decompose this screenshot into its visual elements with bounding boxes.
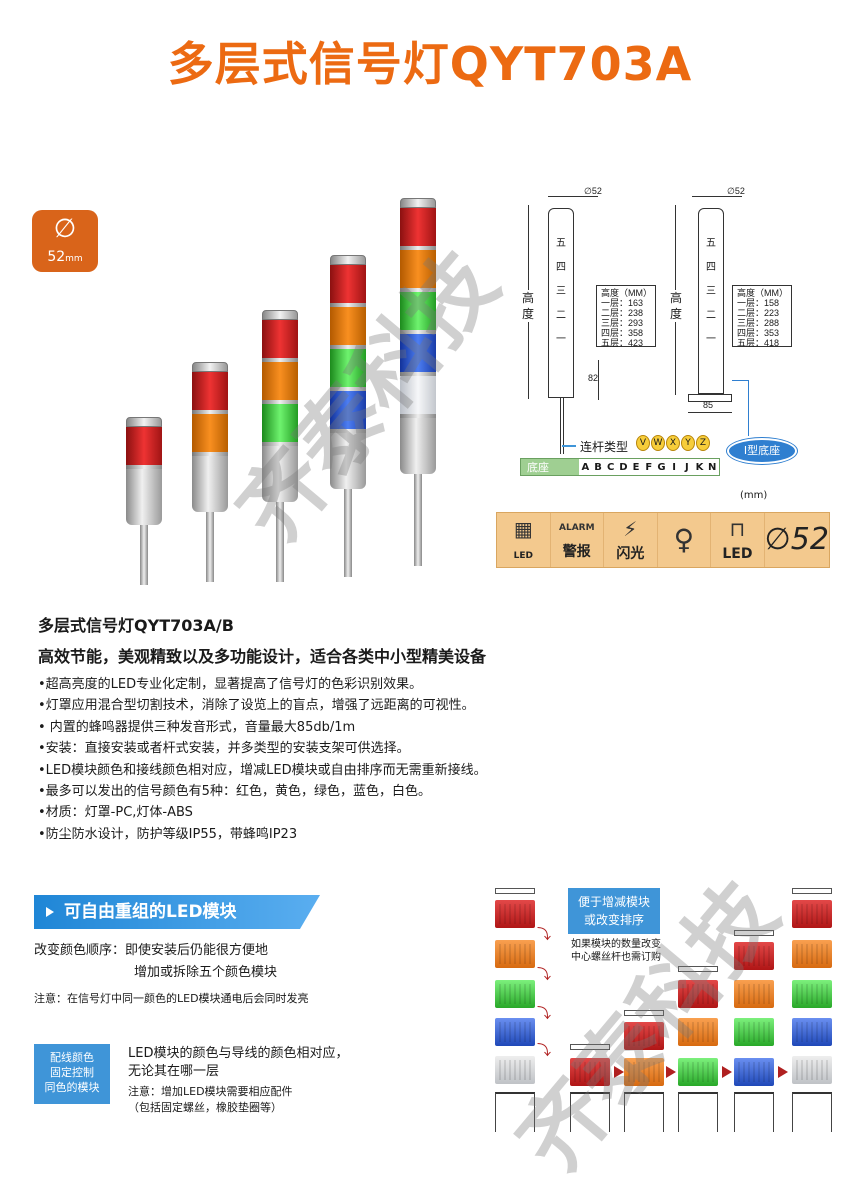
feature-icons-strip: ▦ LED ALARM 警报 ⚡ 闪光 ♀ ⊓ LED ∅52	[496, 512, 830, 568]
module-orange	[495, 940, 535, 968]
tube-drawing-left	[548, 208, 574, 398]
feature-item: •超高亮度的LED专业化定制，显著提高了信号灯的色彩识别效果。	[38, 677, 423, 692]
module-blue	[792, 1018, 832, 1046]
feature-item: •LED模块颜色和接线颜色相对应，增减LED模块或自由排序而无需重新接线。	[38, 762, 487, 778]
product-model: 多层式信号灯QYT703A/B	[38, 616, 234, 635]
module-orange	[734, 980, 774, 1008]
module-blue	[495, 1018, 535, 1046]
diameter-label-left: ∅52	[584, 186, 602, 196]
base-dim: 85	[703, 400, 714, 410]
diameter-label-right: ∅52	[727, 186, 745, 196]
bulb-icon: ♀	[673, 523, 695, 556]
modules-note: 注意：在信号灯中同一颜色的LED模块通电后会同时发亮	[34, 992, 309, 1005]
modules-banner: 可自由重组的LED模块	[34, 895, 320, 929]
i-base-drawing	[688, 394, 732, 402]
i-base-label: I型底座	[727, 438, 797, 464]
tube-drawing-right	[698, 208, 724, 394]
badge-unit: mm	[65, 254, 83, 264]
layer-2-label: 二	[556, 310, 566, 321]
badge-size: 52	[47, 249, 66, 265]
tower-2-tier	[192, 362, 228, 582]
module-white	[792, 1056, 832, 1084]
wire-line-2: 无论其在哪一层	[128, 1064, 220, 1079]
alarm-cell: ALARM 警报	[551, 513, 605, 567]
feature-item: •灯罩应用混合型切割技术，消除了设览上的盲点，增强了远距离的可视性。	[38, 698, 475, 714]
tower-3-tier	[262, 310, 298, 582]
pole-dim: 82	[588, 373, 599, 383]
height-label-right: 高度	[670, 290, 686, 322]
layer-1-label: 一	[556, 334, 566, 345]
feature-item: • 内置的蜂鸣器提供三种发音形式，音量最大85db/1m	[38, 719, 356, 735]
module-orange	[624, 1058, 664, 1086]
diameter-52-icon: ∅52	[764, 522, 829, 557]
diameter-badge: ∅ 52mm	[32, 210, 98, 272]
module-red	[624, 1022, 664, 1050]
bulb-cell: ♀	[658, 513, 712, 567]
spec-box-right: 高度（MM） 一层：158 二层：223 三层：288 四层：353 五层：41…	[732, 285, 792, 348]
led-module-icon: ▦	[513, 517, 533, 541]
tower-1-tier	[126, 417, 162, 585]
base-types-bar: 底座 A B C D E F G I J K N	[520, 458, 720, 476]
feature-item: •防尘防水设计，防护等级IP55，带蜂鸣IP23	[38, 826, 298, 842]
modules-line-2: 增加或拆除五个颜色模块	[134, 965, 278, 980]
height-label-left: 高度	[522, 290, 538, 322]
feature-item: •材质：灯罩-PC,灯体-ABS	[38, 805, 193, 821]
module-green	[678, 1058, 718, 1086]
alarm-icon: ALARM	[559, 523, 595, 533]
tower-4-tier	[330, 255, 366, 577]
layer-5-label: 五	[556, 238, 566, 249]
wire-color-box: 配线颜色 固定控制 同色的模块	[34, 1044, 110, 1104]
led-module-cell: ▦ LED	[497, 513, 551, 567]
diameter-cell: ∅52	[765, 513, 829, 567]
pole-types: V W X Y Z	[636, 435, 710, 451]
product-headline: 高效节能，美观精致以及多功能设计，适合各类中小型精美设备	[38, 647, 487, 666]
wire-line-1: LED模块的颜色与导线的颜色相对应，	[128, 1046, 349, 1061]
module-white	[495, 1056, 535, 1084]
spec-box-left: 高度（MM） 一层：163 二层：238 三层：293 四层：358 五层：42…	[596, 285, 656, 348]
feature-item: •最多可以发出的信号颜色有5种：红色，黄色，绿色，蓝色，白色。	[38, 784, 431, 800]
module-blue	[734, 1058, 774, 1086]
led-icon: ⊓	[729, 517, 746, 541]
diameter-icon: ∅	[53, 214, 77, 244]
module-red	[495, 900, 535, 928]
layer-4-label: 四	[556, 262, 566, 273]
pole-types-label: 连杆类型	[580, 440, 629, 454]
wire-note-1: 注意：增加LED模块需要相应配件	[128, 1085, 293, 1098]
feature-list: •超高亮度的LED专业化定制，显著提高了信号灯的色彩识别效果。 •灯罩应用混合型…	[38, 674, 487, 845]
module-red	[734, 942, 774, 970]
module-green	[734, 1018, 774, 1046]
module-red	[792, 900, 832, 928]
module-green	[792, 980, 832, 1008]
flash-cell: ⚡ 闪光	[604, 513, 658, 567]
module-red	[570, 1058, 610, 1086]
module-orange	[678, 1018, 718, 1046]
layer-3-label: 三	[556, 286, 566, 297]
page-title: 多层式信号灯QYT703A	[167, 37, 693, 91]
screw-rod-note: 如果模块的数量改变 中心螺丝杆也需订购	[571, 939, 661, 963]
module-red	[678, 980, 718, 1008]
flash-icon: ⚡	[623, 517, 638, 541]
module-orange	[792, 940, 832, 968]
add-remove-note: 便于增减模块 或改变排序	[568, 888, 660, 934]
wire-note-2: （包括固定螺丝，橡胶垫圈等）	[128, 1101, 282, 1114]
led-cell: ⊓ LED	[711, 513, 765, 567]
feature-item: •安装：直接安装或者杆式安装，并多类型的安装支架可供选择。	[38, 741, 410, 757]
unit-note: (mm)	[740, 490, 768, 501]
modules-line-1: 改变颜色顺序：即使安装后仍能很方便地	[34, 943, 269, 958]
module-green	[495, 980, 535, 1008]
tower-5-tier	[400, 198, 436, 566]
